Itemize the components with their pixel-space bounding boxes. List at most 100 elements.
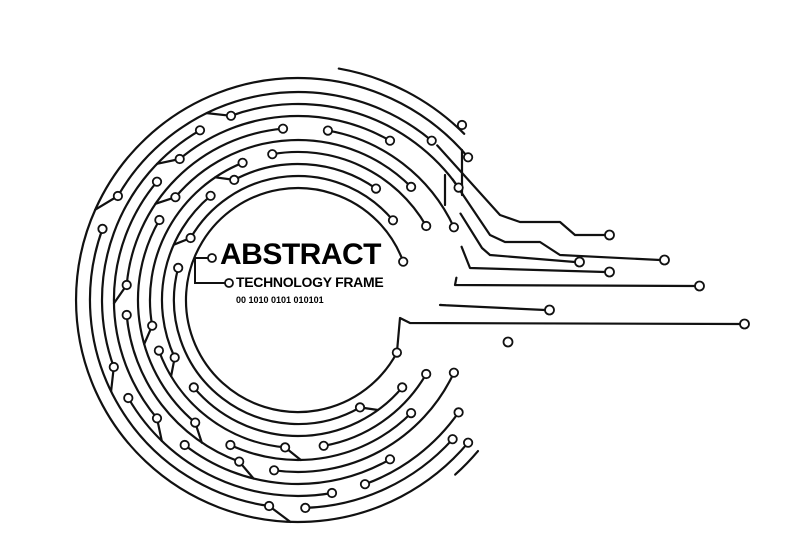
circuit-node <box>170 192 181 203</box>
circuit-node <box>462 437 474 448</box>
circuit-node <box>263 500 275 512</box>
circuit-node <box>225 110 237 121</box>
ring-segment <box>100 129 202 369</box>
ring-segment <box>184 187 405 414</box>
circuit-node <box>151 176 163 187</box>
title-bracket-connector <box>194 257 229 284</box>
circuit-node <box>322 125 333 136</box>
circuit-node <box>426 135 437 146</box>
circuit-trace <box>451 178 662 262</box>
circuit-node <box>108 361 119 373</box>
bracket-node <box>224 278 234 288</box>
circuit-node <box>179 439 190 451</box>
bracket-node <box>207 253 217 263</box>
circuit-node <box>398 256 409 267</box>
circuit-node <box>194 125 206 136</box>
ring-segment <box>229 102 460 189</box>
circuit-node <box>267 149 278 160</box>
circuit-node <box>185 232 196 244</box>
ring-segment <box>125 313 241 463</box>
ring-segment <box>174 138 413 199</box>
circuit-node <box>318 440 329 451</box>
ring-segment <box>363 411 460 486</box>
circuit-node <box>188 382 199 393</box>
ring-segment <box>326 129 455 229</box>
circuit-node <box>359 479 371 490</box>
circuit-node <box>574 256 585 268</box>
ring-segment <box>322 372 428 447</box>
ring-segment <box>229 412 413 462</box>
circuit-node <box>604 229 615 241</box>
ring-segment <box>125 127 285 287</box>
circuit-node <box>502 336 514 348</box>
circuit-node <box>448 367 459 378</box>
circuit-node <box>391 347 402 358</box>
circuit-trace <box>395 316 742 354</box>
circuit-node <box>421 220 432 232</box>
ring-segment <box>112 180 159 420</box>
ring-segment <box>157 349 287 449</box>
circuit-node <box>154 214 165 226</box>
circuit-node <box>173 262 184 273</box>
circuit-node <box>448 222 459 233</box>
circuit-node <box>397 382 408 393</box>
binary-code-text: 00 1010 0101 010101 <box>236 295 324 305</box>
circuit-trace <box>460 245 607 274</box>
circuit-rings <box>74 76 470 524</box>
circuit-node <box>354 402 366 413</box>
circuit-node <box>462 152 474 163</box>
circuit-trace <box>453 276 697 288</box>
frame-subtitle: TECHNOLOGY FRAME <box>236 274 384 290</box>
circuit-node <box>205 190 216 201</box>
ring-segment <box>271 150 428 228</box>
ring-segment <box>148 161 244 327</box>
circuit-node <box>225 439 236 451</box>
circuit-traces <box>337 67 742 476</box>
circuit-node <box>300 502 311 513</box>
circuit-nodes <box>97 110 750 513</box>
circuit-node <box>234 456 245 467</box>
frame-title: ABSTRACT <box>220 238 382 271</box>
circuit-node <box>456 119 468 131</box>
ring-segment <box>172 266 362 426</box>
circuit-node <box>190 417 201 428</box>
circuit-node <box>694 280 705 292</box>
circuit-node <box>174 153 185 165</box>
circuit-node <box>544 304 555 316</box>
circuit-node <box>279 442 291 453</box>
ring-segment <box>160 194 212 359</box>
circuit-node <box>229 174 240 185</box>
circuit-node <box>739 318 750 330</box>
circuit-node <box>237 157 248 168</box>
ring-segment <box>74 76 470 524</box>
circuit-node <box>277 123 289 134</box>
circuit-node <box>405 407 417 419</box>
circuit-trace <box>459 212 577 264</box>
circuit-node <box>405 181 417 192</box>
circuit-node <box>387 215 399 226</box>
circuit-node <box>384 135 396 146</box>
circuit-node <box>604 266 615 278</box>
circuit-node <box>453 182 464 193</box>
ring-segment <box>189 174 395 240</box>
circuit-node <box>123 392 134 404</box>
circuit-node <box>97 223 108 234</box>
circuit-node <box>447 434 458 445</box>
ring-segment <box>304 438 454 509</box>
ring-segment <box>233 162 378 190</box>
ring-segment <box>88 227 271 508</box>
circuit-node <box>453 407 464 418</box>
circuit-node <box>659 254 670 266</box>
ring-segment <box>273 371 455 474</box>
circuit-node <box>121 279 132 291</box>
circuit-trace <box>436 144 607 237</box>
ring-segment <box>116 90 433 198</box>
ring-segment <box>178 114 392 161</box>
circuit-trace <box>337 67 466 135</box>
circuit-node <box>151 413 163 424</box>
circuit-node <box>268 465 280 476</box>
circuit-trace <box>438 303 547 312</box>
circuit-trace <box>454 450 480 476</box>
circuit-node <box>421 368 432 380</box>
